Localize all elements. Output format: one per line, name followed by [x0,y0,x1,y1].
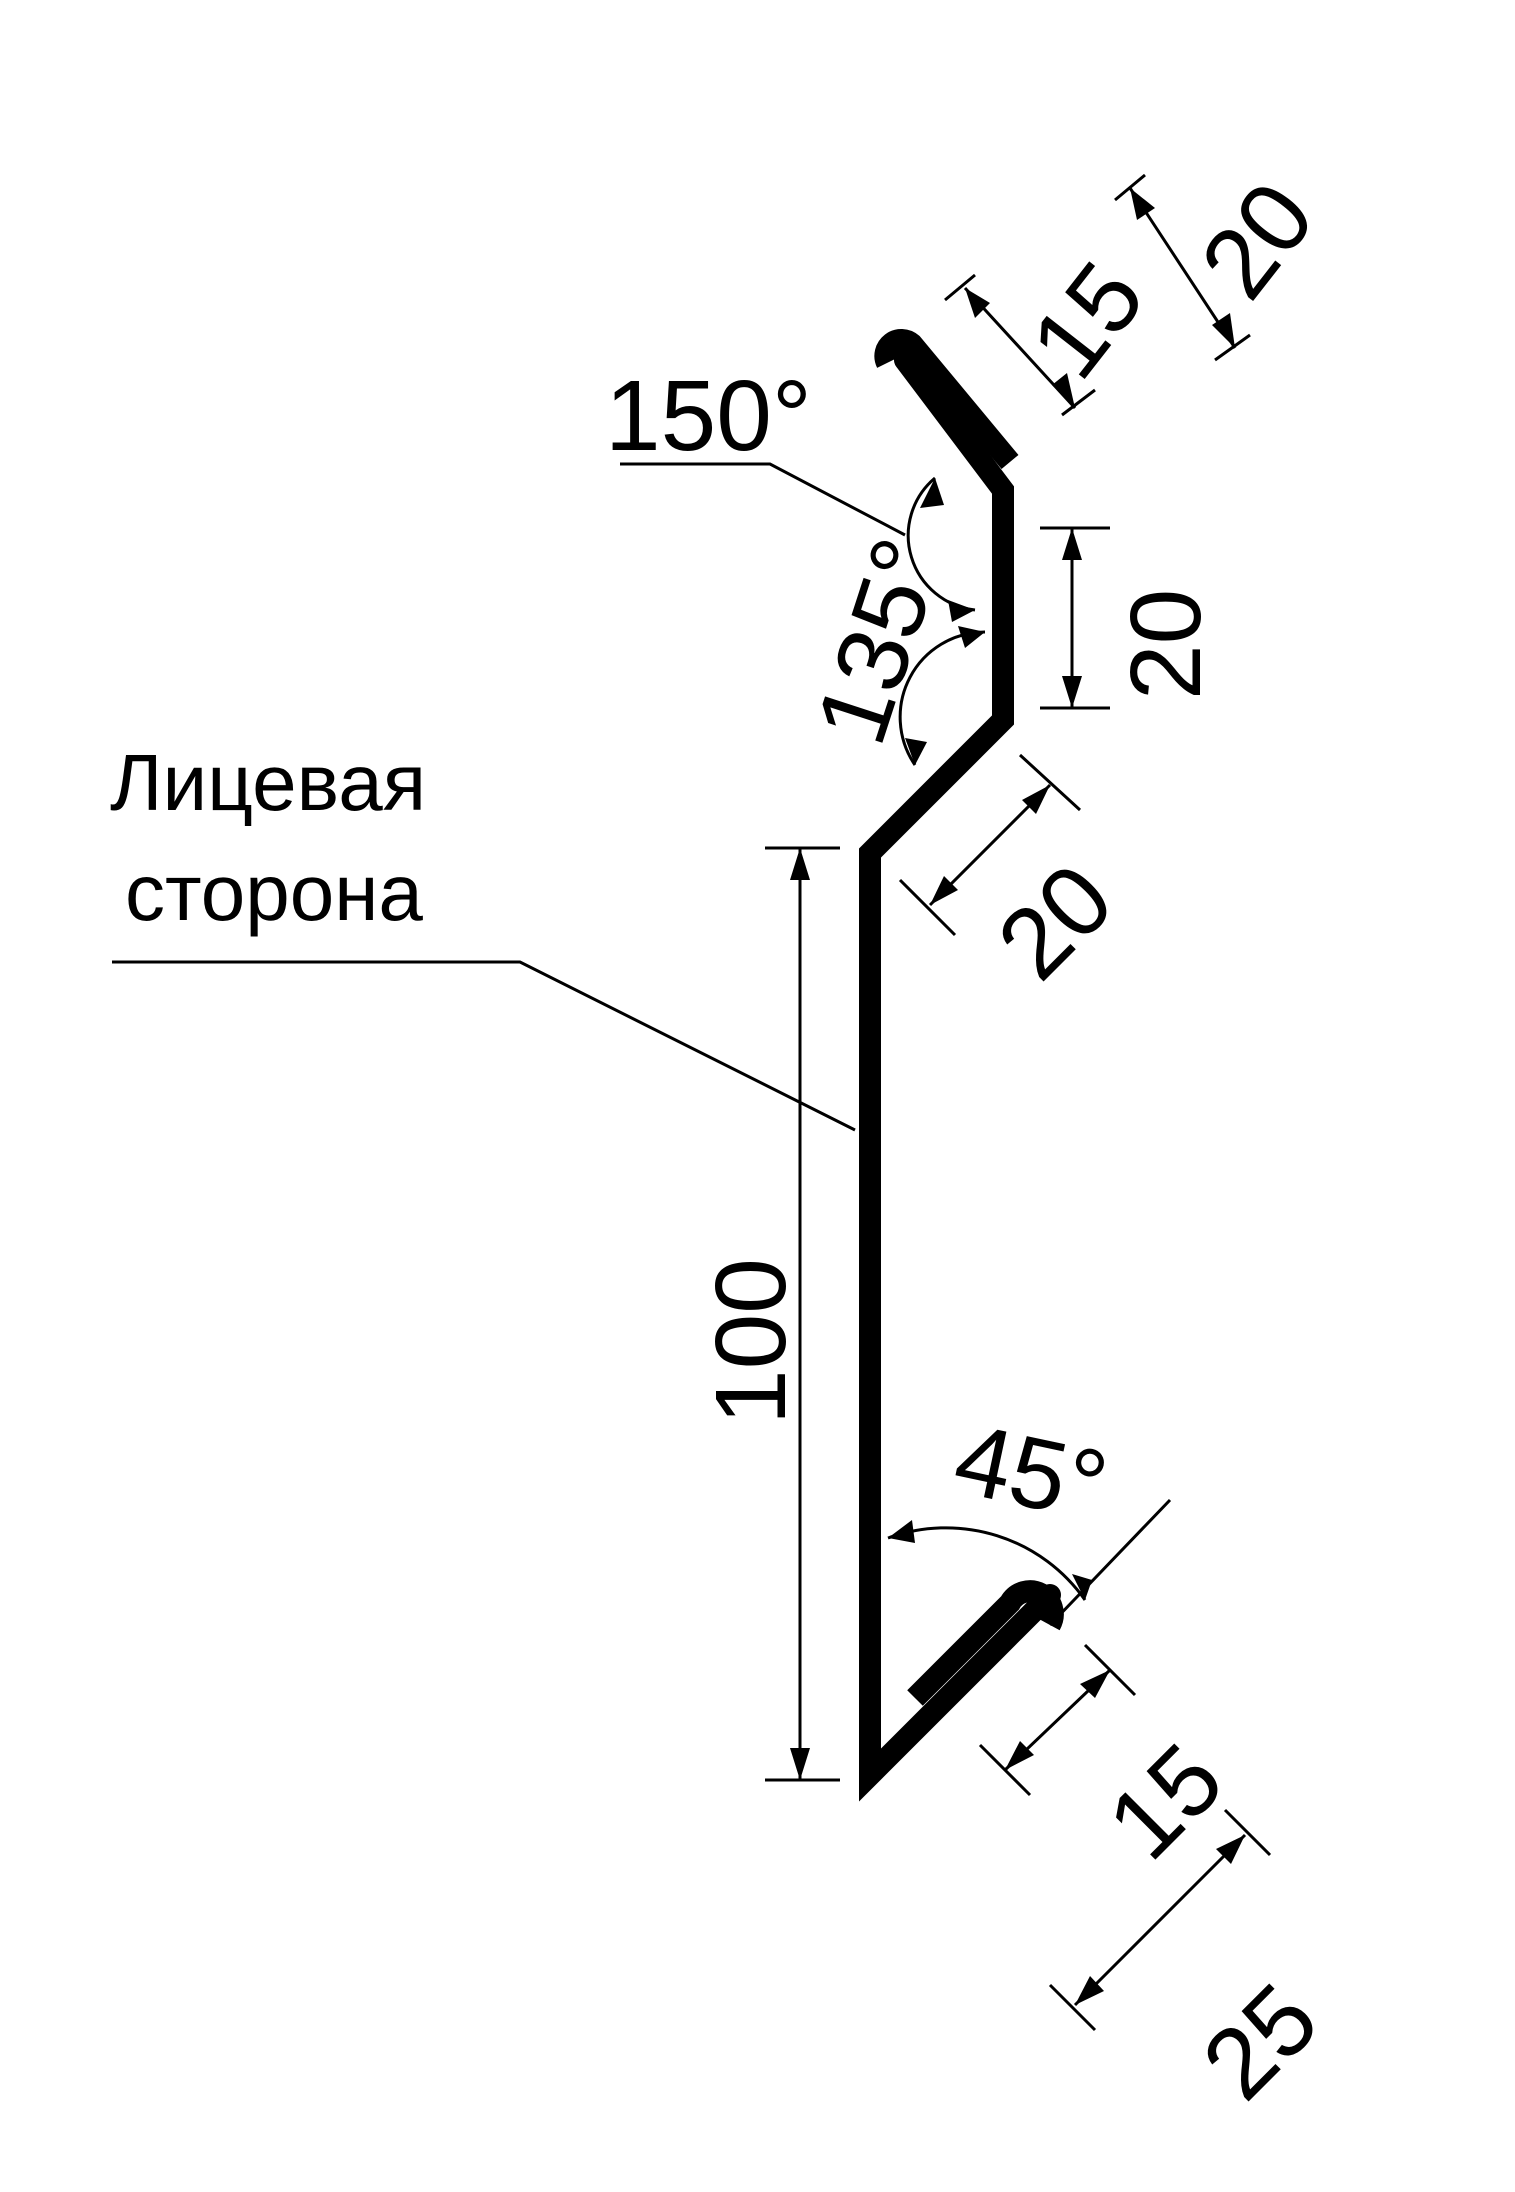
arrow-top-hem-15-a [965,288,990,318]
arrow-top-hem-15-b [1052,373,1075,408]
profile-outline [859,328,1064,1802]
dim-label-vertical-100: 100 [695,1258,807,1425]
angle-arc-135-arrowhead-b [905,738,927,765]
dim-label-vertical-20: 20 [1110,589,1222,700]
dim-bottom-hem-25-ext [1048,1808,1272,2032]
arrow-diagonal-20-b [930,876,958,905]
arrow-top-hem-20-a [1130,188,1155,220]
dim-label-diagonal-20: 20 [976,843,1134,1001]
dim-label-bottom-hem-25: 25 [1181,1963,1339,2121]
dim-top-hem-20-ext [1114,173,1251,362]
caption-leader [112,960,856,1132]
top-hem-fold [874,328,1019,470]
angle-label-135: 135° [794,525,964,756]
arrow-vertical-20-b [1062,676,1082,708]
angle-arc-135-arrowhead-a [958,626,985,648]
angle-arcs [887,476,1092,1601]
angle-arc-45-arrowhead-a [888,1520,915,1543]
leader-lines [112,462,906,1132]
dim-label-bottom-hem-15: 15 [1086,1723,1244,1881]
dim-bottom-hem-25-line [1073,1833,1247,2007]
arrow-bottom-hem-15-a [1080,1670,1110,1698]
dim-top-hem-15-ext [944,273,1096,417]
angle-label-45: 45° [945,1402,1116,1543]
arrow-vertical-100-b [790,1748,810,1780]
caption-line-2: сторона [125,848,423,937]
angle-arc-150-arrowhead-b [948,600,975,622]
dim-label-top-hem-20: 20 [1179,162,1336,319]
arrow-bottom-hem-25-b [1075,1976,1104,2005]
angle-arc-150-arrowhead-a [920,478,944,508]
angle-arc-45 [887,1526,1087,1601]
dim-vertical-20-ext [1040,526,1110,710]
caption-label: Лицевая сторона [110,738,426,937]
angle-arc-135 [898,630,986,766]
dim-bottom-reference-line [1048,1498,1172,1627]
dim-label-top-hem-15: 15 [1009,242,1166,399]
bottom-hem-fold [907,1580,1064,1706]
dimension-arrowheads [790,188,1245,2005]
arrow-vertical-100-a [790,848,810,880]
angle-label-150: 150° [605,360,812,472]
arrow-bottom-hem-15-b [1005,1741,1034,1770]
dim-diagonal-20-ext [898,753,1082,937]
caption-line-1: Лицевая [110,738,426,827]
arrow-top-hem-20-b [1212,313,1235,348]
arrow-bottom-hem-25-a [1216,1835,1245,1864]
top-angle-leader [620,462,906,537]
arrow-vertical-20-a [1062,528,1082,560]
arrow-diagonal-20-a [1022,785,1050,814]
angle-arc-45-arrowhead-b [1072,1574,1092,1600]
profile-main-line [859,349,1061,1802]
dim-vertical-100-ext [765,846,840,1782]
